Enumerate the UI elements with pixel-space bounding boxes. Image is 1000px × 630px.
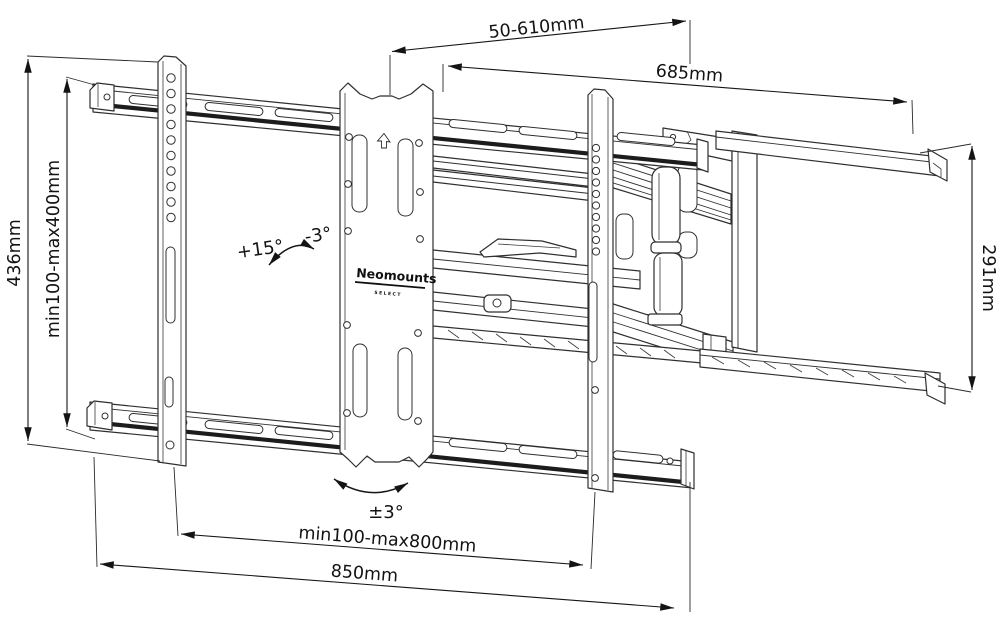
brand-name: Neomounts bbox=[356, 265, 437, 286]
swivel-angle-annotation: ±3° bbox=[333, 478, 409, 523]
vesa-plate: Neomounts SELECT bbox=[339, 82, 437, 468]
dim-depth-range-line bbox=[391, 18, 687, 54]
wall-rail-top bbox=[715, 130, 948, 182]
tv-rail-top-end-cap bbox=[89, 82, 115, 112]
tilt-down-label: -3° bbox=[303, 223, 333, 248]
dim-vesa-horizontal-line bbox=[180, 531, 584, 568]
brand-logo: Neomounts SELECT bbox=[354, 265, 437, 298]
tv-bracket-strip-right bbox=[587, 88, 614, 493]
tilt-arc-arrow bbox=[268, 238, 315, 266]
up-arrow-icon bbox=[376, 132, 391, 149]
cover-cutout-1 bbox=[677, 163, 698, 213]
tilt-up-label: +15° bbox=[236, 236, 285, 263]
wall-upright-channel bbox=[731, 130, 758, 353]
tilt-angle-annotation: +15° -3° bbox=[236, 223, 333, 266]
dim-vesa-vertical-label: min100-max400mm bbox=[44, 160, 64, 338]
wall-plate bbox=[699, 130, 948, 405]
swivel-arc-arrow bbox=[333, 478, 409, 494]
dim-wall-plate-width-line bbox=[447, 63, 908, 105]
arm-elbow-pillar bbox=[647, 166, 683, 326]
cover-cutout-3 bbox=[615, 213, 634, 260]
dim-rail-width-line bbox=[99, 561, 675, 611]
dim-wall-rail-spacing-label: 291mm bbox=[978, 244, 998, 312]
tv-bracket-strip-left bbox=[157, 55, 187, 467]
swivel-label: ±3° bbox=[368, 502, 404, 523]
dim-depth-range-label: 50-610mm bbox=[488, 13, 586, 43]
brand-series: SELECT bbox=[374, 290, 402, 298]
tv-rail-bottom-end-cap bbox=[86, 400, 113, 431]
dim-bracket-height-label: 436mm bbox=[5, 219, 25, 287]
tilt-clamp bbox=[479, 238, 577, 258]
dim-vesa-horizontal-label: min100-max800mm bbox=[298, 523, 477, 557]
wall-rail-bottom bbox=[699, 348, 946, 405]
